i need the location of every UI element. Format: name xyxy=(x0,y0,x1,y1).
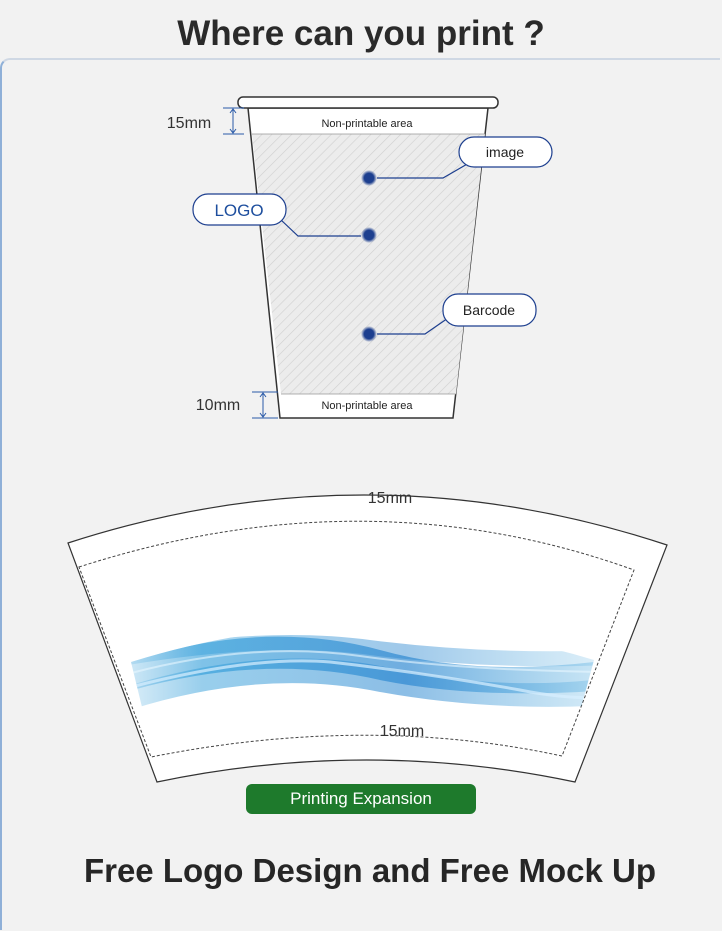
fan-printable-boundary xyxy=(78,520,635,758)
fan-expansion-diagram: 15mm 15mm xyxy=(67,490,668,783)
top-margin-label: 15mm xyxy=(167,115,211,132)
barcode-callout: Barcode xyxy=(361,293,537,342)
barcode-dot xyxy=(361,326,377,342)
bottom-margin-indicator xyxy=(252,391,278,419)
cup-rim xyxy=(237,96,499,109)
logo-callout: LOGO xyxy=(192,193,377,243)
fan-outline xyxy=(67,494,668,783)
image-callout-label: image xyxy=(486,144,524,160)
content-frame xyxy=(0,58,720,930)
fan-top-margin-label: 15mm xyxy=(368,490,412,507)
barcode-callout-label: Barcode xyxy=(463,302,515,318)
top-margin-indicator xyxy=(223,107,244,135)
printable-area xyxy=(252,134,485,394)
bottom-nonprintable-label: Non-printable area xyxy=(321,400,413,412)
image-dot xyxy=(361,170,377,186)
image-callout: image xyxy=(361,136,553,186)
fan-bottom-margin-label: 15mm xyxy=(380,723,424,740)
page-title: Where can you print ? xyxy=(177,14,545,53)
logo-dot xyxy=(361,227,377,243)
logo-callout-label: LOGO xyxy=(214,201,263,220)
printing-expansion-badge: Printing Expansion xyxy=(246,784,476,814)
blue-brush-artwork xyxy=(131,635,594,720)
cup-diagram: Non-printable area Non-printable area 15… xyxy=(167,96,553,419)
top-nonprintable-label: Non-printable area xyxy=(321,118,413,130)
footer-tagline: Free Logo Design and Free Mock Up xyxy=(83,852,657,889)
bottom-margin-label: 10mm xyxy=(196,397,240,414)
